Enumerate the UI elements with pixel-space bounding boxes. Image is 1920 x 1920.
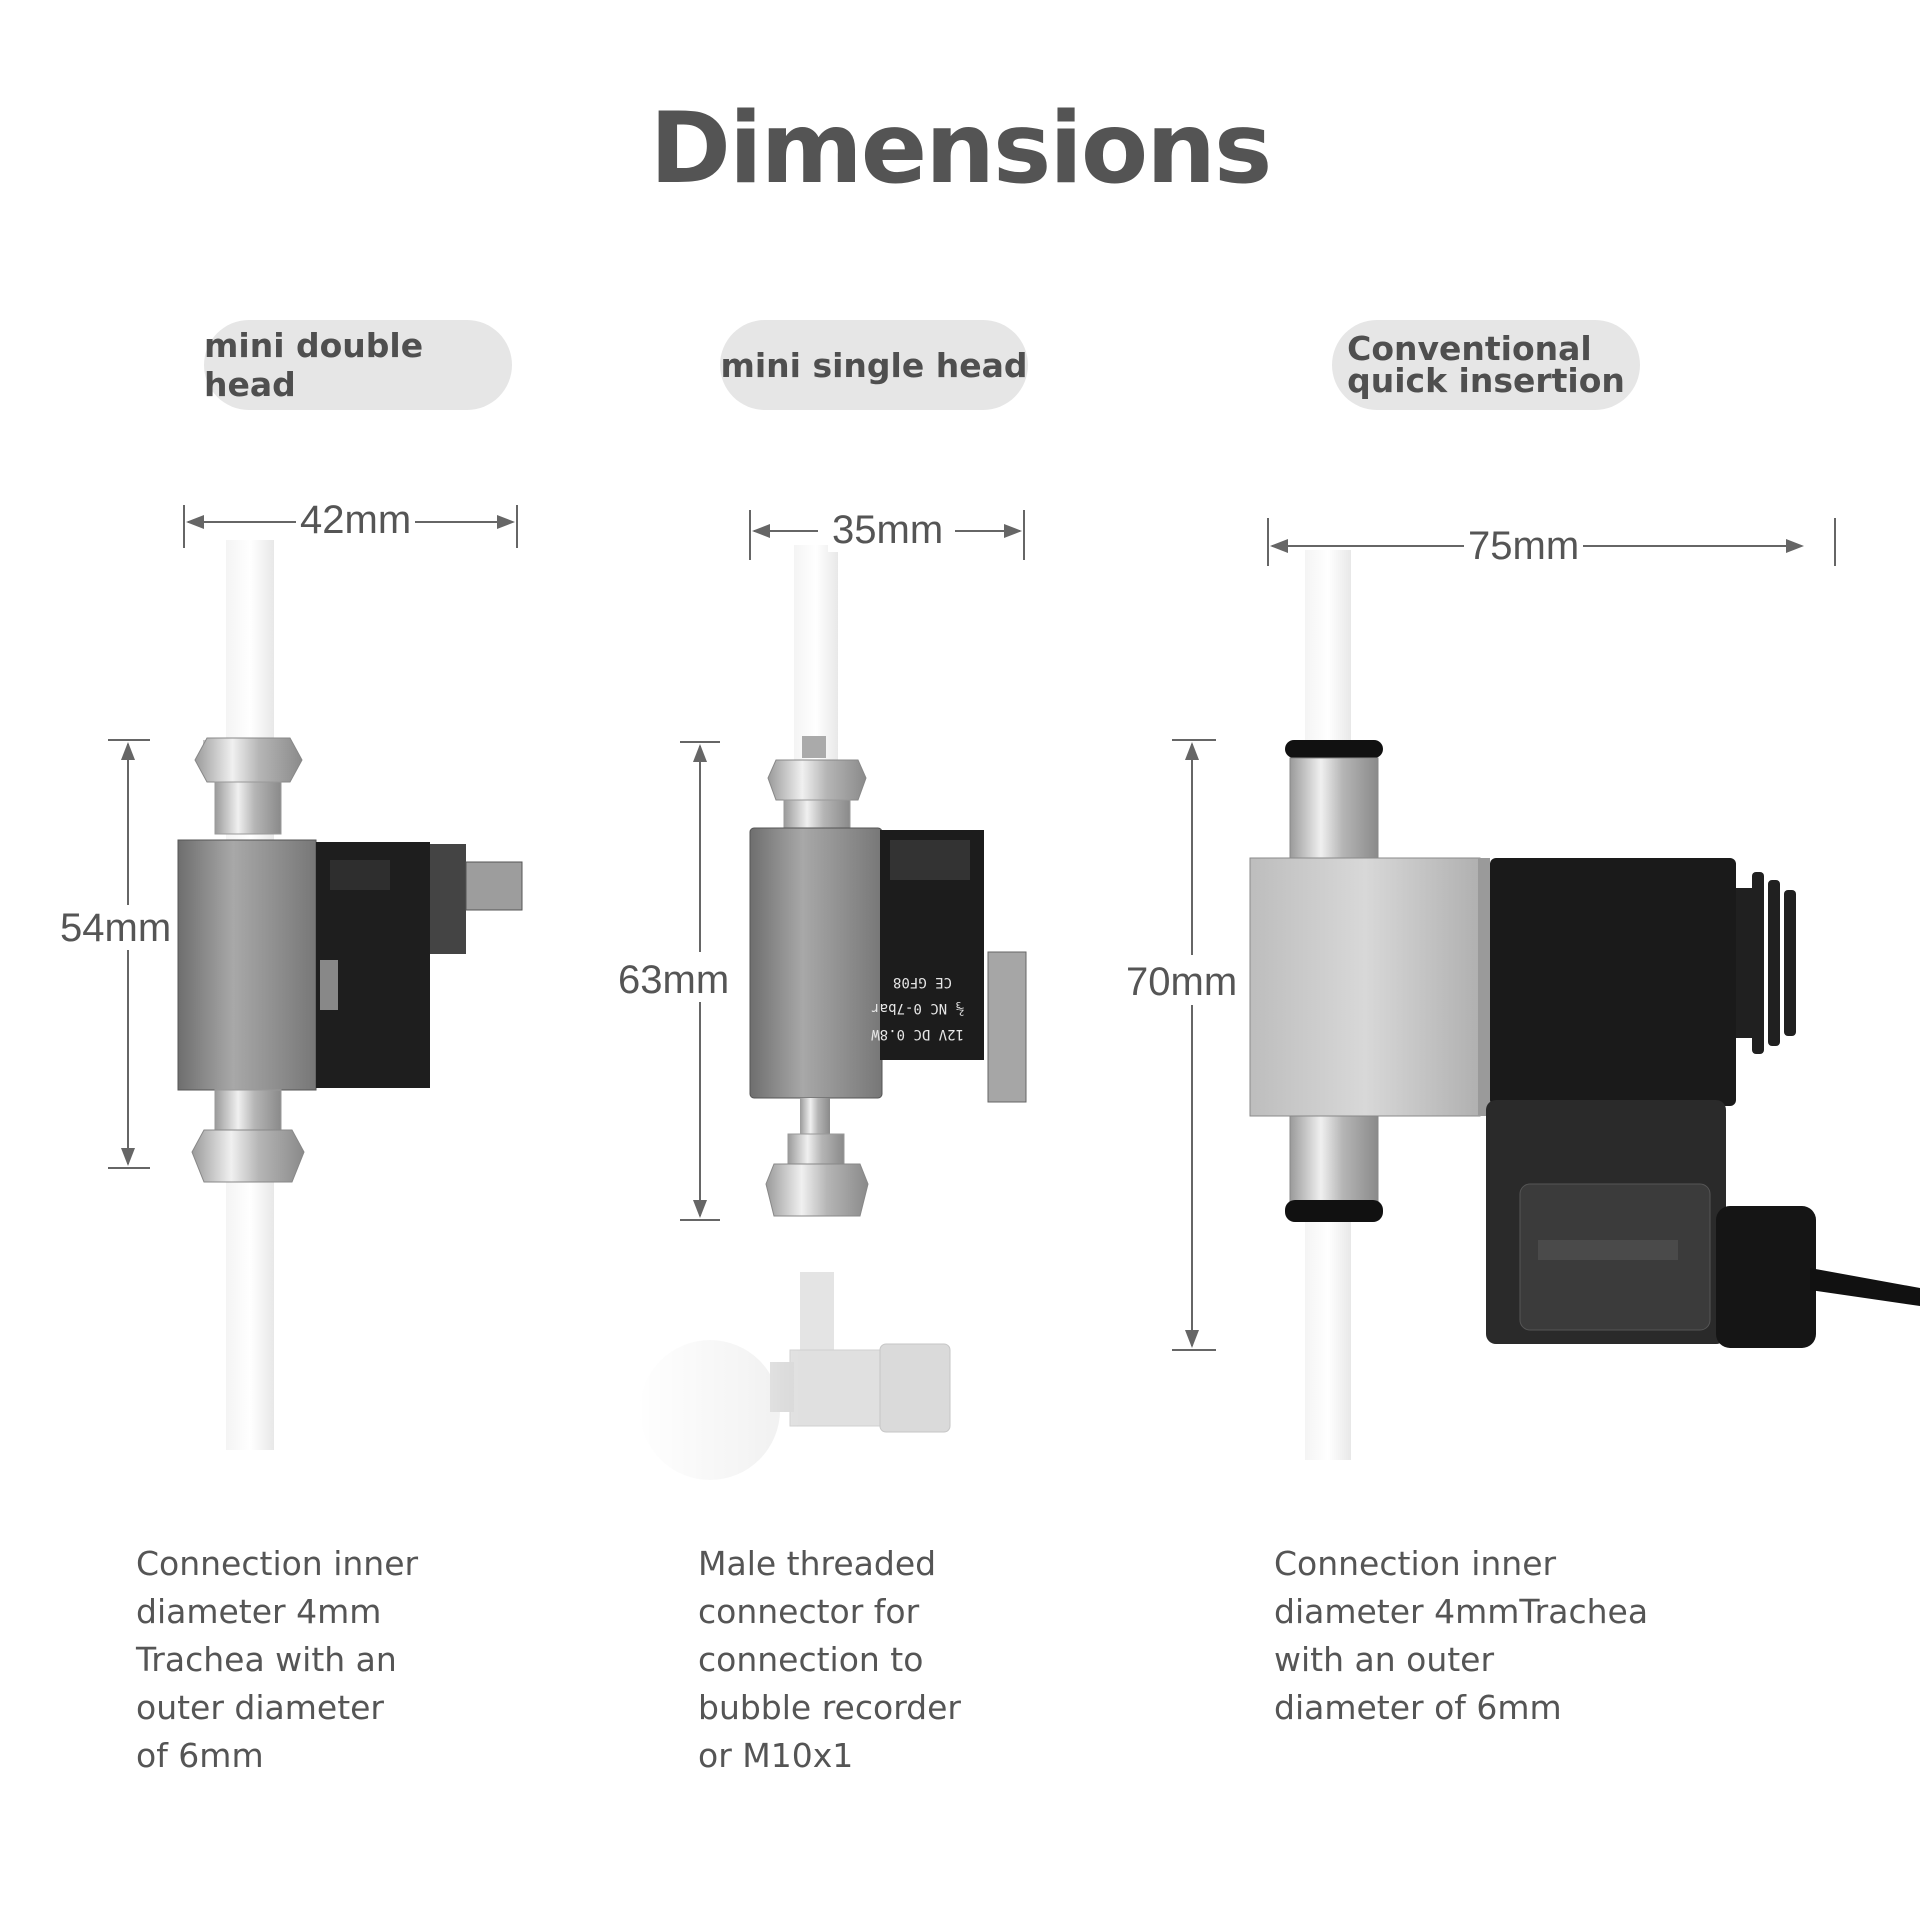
threaded-fitting-accessory [640,1272,951,1490]
label-mini-double-head: mini double head [204,320,512,410]
label-text: mini double head [204,326,424,404]
height-dimension-1: 54mm [56,906,176,950]
description-conventional-quick-insertion: Connection inner diameter 4mmTrachea wit… [1274,1544,1649,1727]
top-fitting [1289,757,1379,859]
label-text-line-1: Conventional [1347,329,1592,368]
dimension-lines-2 [680,510,1025,1221]
mini-single-head-valve: CE GF08 ⅔ NC 0-7bar 12V DC 0.8W [749,545,1027,1217]
cable-gland [1716,1206,1816,1348]
valve-body [1249,857,1481,1117]
bottom-fitting [1289,1115,1379,1207]
height-dimension-2: 63mm [614,958,734,1002]
width-dimension-3: 75mm [1464,524,1584,568]
label-conventional-quick-insertion: Conventional quick insertion [1332,320,1640,410]
coil-terminal-ribs [1736,872,1796,1054]
connector-plug [987,951,1027,1103]
page-title: Dimensions [649,92,1273,206]
top-nut [194,737,303,783]
description-mini-double-head: Connection inner diameter 4mm Trachea wi… [136,1544,419,1775]
label-mini-single-head: mini single head [720,320,1028,410]
width-dimension-2: 35mm [828,508,948,552]
bottom-nut [191,1129,305,1183]
label-text-line-2: quick insertion [1347,361,1625,400]
connector-plug [465,861,523,911]
valve-marking-1: CE GF08 [893,974,952,990]
top-collet [1285,740,1383,758]
valve-marking-3: 12V DC 0.8W [871,1026,964,1042]
bottom-collet [1285,1200,1383,1222]
top-nut [767,759,867,801]
height-dimension-3: 70mm [1122,960,1242,1004]
bottom-nut [765,1163,869,1217]
description-mini-single-head: Male threaded connector for connection t… [698,1544,962,1775]
solenoid-coil [1490,858,1736,1106]
dimension-lines-3 [1172,518,1836,1351]
power-cable [1810,1268,1920,1306]
dimension-lines-1 [108,505,518,1169]
width-dimension-1: 42mm [296,498,416,542]
label-text: mini single head [720,345,1028,385]
valve-body [749,827,883,1099]
valve-marking-2: ⅔ NC 0-7bar [871,1000,964,1016]
valve-body [177,839,317,1091]
mini-double-head-valve [177,540,523,1450]
conventional-quick-insertion-valve [1249,550,1920,1460]
